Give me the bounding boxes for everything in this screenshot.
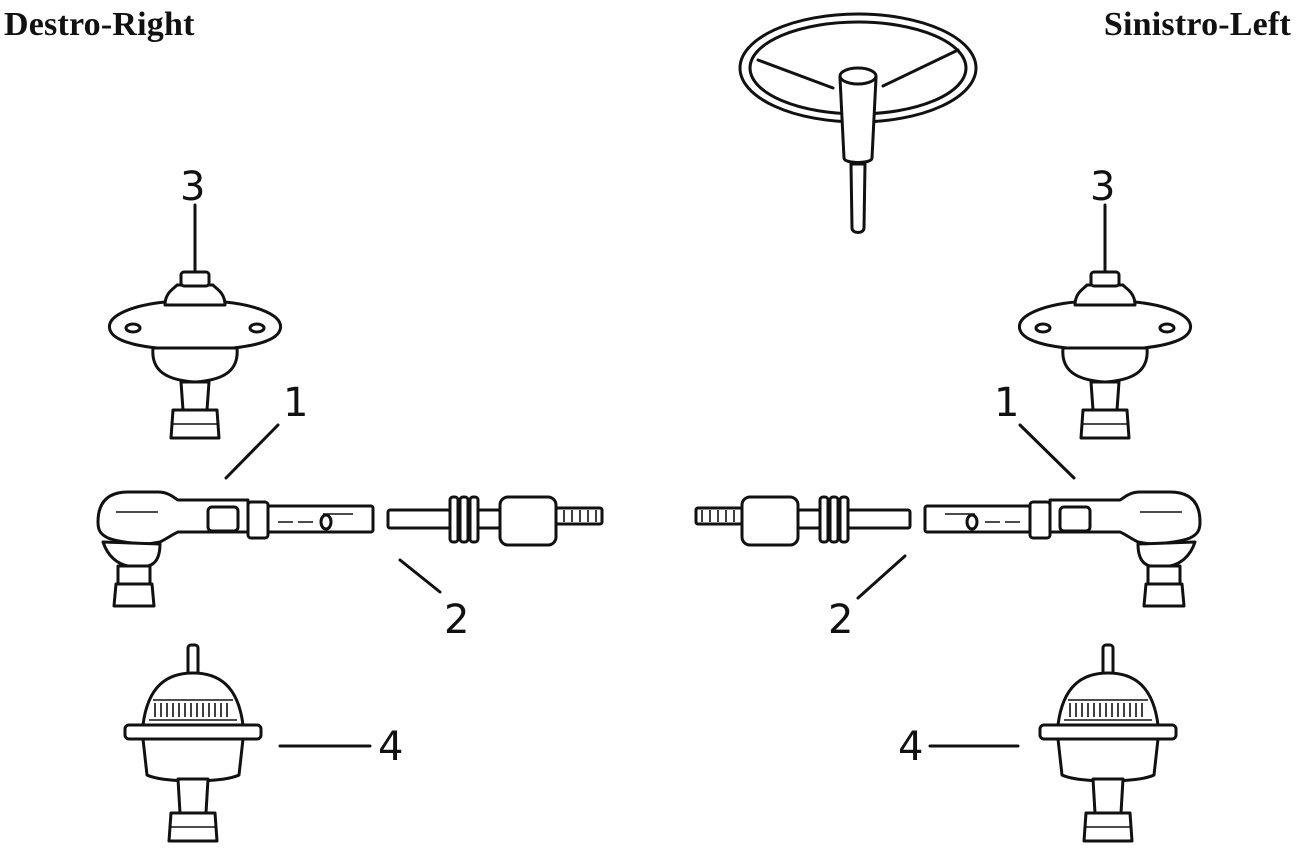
callout-4-right: 4 xyxy=(378,724,403,770)
callout-1-left: 1 xyxy=(994,380,1019,426)
callout-3-right: 3 xyxy=(180,164,205,210)
lower-ball-joint-left xyxy=(1038,643,1178,843)
steering-wheel-illustration xyxy=(738,12,978,234)
leader-line-1-right xyxy=(224,423,280,480)
tie-rod-assembly-right xyxy=(96,490,604,608)
leader-line-2-right xyxy=(398,558,442,594)
callout-3-left: 3 xyxy=(1090,164,1115,210)
destro-right-heading: Destro-Right xyxy=(4,6,195,43)
callout-2-right: 2 xyxy=(444,597,469,643)
upper-ball-joint-right xyxy=(107,203,283,440)
leader-line-1-left xyxy=(1018,423,1076,480)
lower-ball-joint-right xyxy=(123,643,263,843)
callout-2-left: 2 xyxy=(828,597,853,643)
callout-4-left: 4 xyxy=(898,724,923,770)
upper-ball-joint-left xyxy=(1017,203,1193,440)
callout-1-right: 1 xyxy=(283,380,308,426)
tie-rod-assembly-left xyxy=(694,490,1202,608)
leader-line-2-left xyxy=(856,554,907,600)
sinistro-left-heading: Sinistro-Left xyxy=(1103,6,1291,43)
